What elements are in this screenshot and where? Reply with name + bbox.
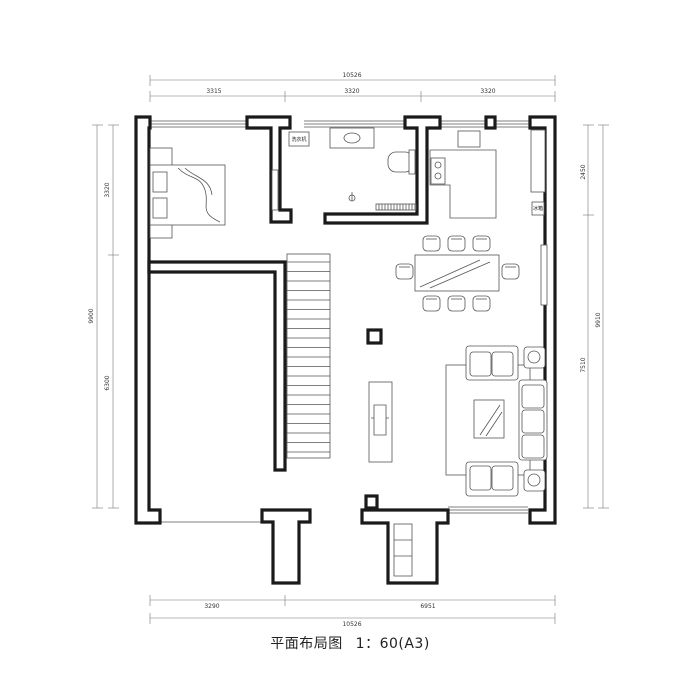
water-heater-label: 冰箱 bbox=[533, 205, 543, 212]
right-segment-2-dimension: 7510 bbox=[580, 357, 587, 372]
sofa-cushion bbox=[491, 465, 514, 491]
kitchen-counter bbox=[429, 149, 497, 219]
top-segment-3-dimension: 3320 bbox=[480, 88, 495, 95]
tv-console bbox=[271, 169, 279, 211]
top-segment-2-dimension: 3320 bbox=[344, 88, 359, 95]
sofa-cushion bbox=[521, 409, 545, 434]
dining-table bbox=[414, 254, 500, 292]
bottom-segment-1-dimension: 3290 bbox=[204, 603, 219, 610]
dining-chair bbox=[422, 235, 441, 252]
bottom-total-dimension: 10526 bbox=[342, 621, 361, 628]
sofa-cushion bbox=[491, 351, 514, 377]
top-total-dimension: 10526 bbox=[342, 72, 361, 79]
dining-area bbox=[395, 235, 548, 312]
right-total-dimension: 9910 bbox=[595, 312, 602, 327]
bottom-segment-2-dimension: 6951 bbox=[420, 603, 435, 610]
dining-chair bbox=[472, 235, 491, 252]
washer-label: 洗衣机 bbox=[291, 136, 306, 143]
left-segment-2-dimension: 6300 bbox=[104, 375, 111, 390]
fridge bbox=[530, 129, 546, 193]
dining-chair bbox=[422, 295, 441, 312]
dining-chair bbox=[395, 263, 414, 280]
dining-chair bbox=[501, 263, 520, 280]
left-total-dimension: 9900 bbox=[88, 308, 95, 323]
kitchen: 冰箱 bbox=[429, 129, 546, 219]
water-heater-box bbox=[531, 201, 545, 216]
title-scale: 1：60(A3) bbox=[355, 636, 430, 652]
top-segment-1-dimension: 3315 bbox=[206, 88, 221, 95]
living-area bbox=[368, 345, 548, 497]
sofa-cushion bbox=[521, 434, 545, 459]
right-segment-1-dimension: 2450 bbox=[580, 164, 587, 179]
sofa-cushion bbox=[469, 351, 492, 377]
dining-chair bbox=[447, 235, 466, 252]
dining-chair bbox=[472, 295, 491, 312]
sideboard bbox=[540, 244, 548, 306]
shower-grate bbox=[375, 203, 417, 211]
entry-cabinet bbox=[393, 523, 413, 577]
washer-box bbox=[288, 131, 310, 147]
tv-cabinet bbox=[368, 381, 393, 463]
windows bbox=[150, 120, 530, 523]
left-segment-1-dimension: 3320 bbox=[104, 182, 111, 197]
drawing-title: 平面布局图 1：60(A3) bbox=[0, 633, 700, 653]
title-name: 平面布局图 bbox=[270, 636, 343, 652]
stove bbox=[430, 157, 446, 185]
dining-chair bbox=[447, 295, 466, 312]
staircase bbox=[286, 253, 331, 459]
bedroom-furniture bbox=[149, 147, 279, 239]
sink bbox=[457, 130, 481, 148]
dimension-lines: 10526 3315 3320 3320 3290 6951 10526 990… bbox=[88, 72, 609, 628]
sofa-cushion bbox=[469, 465, 492, 491]
bathroom: 洗衣机 bbox=[288, 127, 417, 211]
sofa-cushion bbox=[521, 384, 545, 409]
